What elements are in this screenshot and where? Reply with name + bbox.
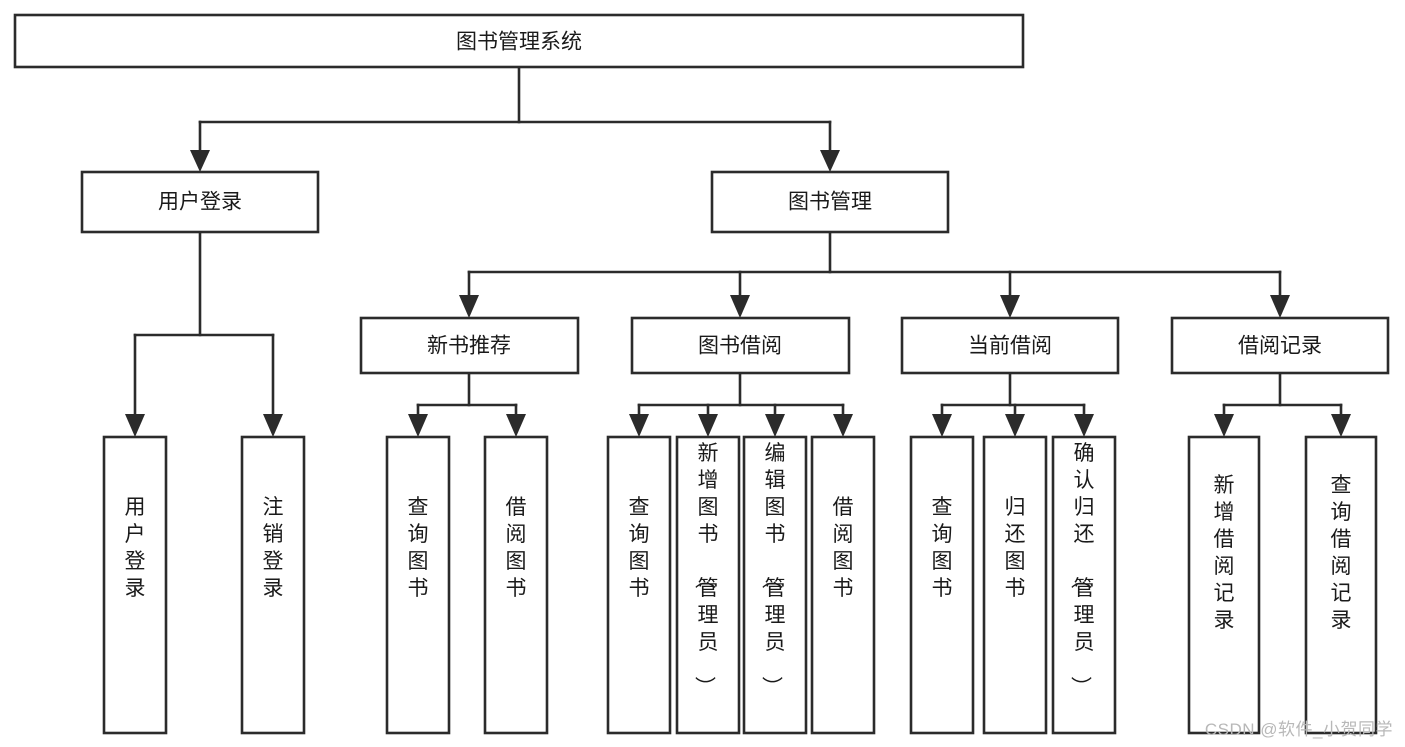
node-leaf-borrow-book-nbr-label: 借阅图书	[506, 496, 527, 600]
arrow-head-nbr-child-2	[506, 414, 526, 437]
node-leaf-borrow-book-nbr[interactable]: 借阅图书	[483, 435, 549, 735]
arrow-head-cb-child-2	[1005, 414, 1025, 437]
node-user-login[interactable]: 用户登录	[80, 170, 320, 234]
node-new-book-recommend[interactable]: 新书推荐	[359, 316, 580, 375]
node-leaf-query-borrow-record-box[interactable]	[1304, 435, 1378, 735]
node-borrow-record-box[interactable]	[1170, 316, 1390, 375]
node-borrow-record-label: 借阅记录	[1238, 335, 1322, 358]
node-leaf-borrow-book-bb-box[interactable]	[810, 435, 876, 735]
node-leaf-query-book-bb-box[interactable]	[606, 435, 672, 735]
node-new-book-recommend-label: 新书推荐	[427, 335, 511, 358]
node-leaf-return-book-box[interactable]	[982, 435, 1048, 735]
node-current-borrow-label: 当前借阅	[968, 335, 1052, 358]
arrow-head-bb-child-1	[629, 414, 649, 437]
node-leaf-confirm-return-admin-box[interactable]	[1051, 435, 1117, 735]
arrow-head-bb-child-3	[765, 414, 785, 437]
node-book-management-box[interactable]	[710, 170, 950, 234]
connector-layer	[125, 65, 1351, 437]
node-leaf-query-book-bb[interactable]: 查询图书	[606, 435, 672, 735]
arrow-head-cb-child-1	[932, 414, 952, 437]
node-leaf-logout-box[interactable]	[240, 435, 306, 735]
node-leaf-return-book[interactable]: 归还图书	[982, 435, 1048, 735]
arrow-head-br-child-2	[1331, 414, 1351, 437]
node-leaf-query-book-nbr-label: 查询图书	[408, 496, 429, 600]
node-leaf-query-borrow-record[interactable]: 查询借阅记录	[1304, 435, 1378, 735]
node-leaf-logout-label: 注销登录	[263, 496, 284, 600]
arrow-head-to-borrow-record	[1270, 295, 1290, 318]
node-leaf-borrow-book-bb[interactable]: 借阅图书	[810, 435, 876, 735]
node-leaf-query-book-cb[interactable]: 查询图书	[909, 435, 975, 735]
node-leaf-borrow-book-nbr-box[interactable]	[483, 435, 549, 735]
node-leaf-query-book-cb-box[interactable]	[909, 435, 975, 735]
node-leaf-add-book-admin[interactable]: 新增图书（管理员）	[675, 435, 741, 735]
node-leaf-query-book-nbr[interactable]: 查询图书	[385, 435, 451, 735]
node-leaf-query-book-nbr-box[interactable]	[385, 435, 451, 735]
node-leaf-user-login-box[interactable]	[102, 435, 168, 735]
node-leaf-return-book-label: 归还图书	[1005, 496, 1026, 600]
node-layer: 图书管理系统 用户登录 图书管理 新书推荐 图书借阅 当前	[13, 13, 1390, 735]
arrow-head-user-login-child-2	[263, 414, 283, 437]
node-leaf-confirm-return-admin[interactable]: 确认归还（管理员）	[1051, 435, 1117, 735]
node-user-login-box[interactable]	[80, 170, 320, 234]
node-leaf-add-book-admin-box[interactable]	[675, 435, 741, 735]
node-new-book-recommend-box[interactable]	[359, 316, 580, 375]
arrow-head-br-child-1	[1214, 414, 1234, 437]
node-leaf-add-book-admin-label: 新增图书（管理员）	[693, 442, 719, 697]
node-leaf-user-login-label: 用户登录	[125, 496, 146, 600]
arrow-head-user-login-child-1	[125, 414, 145, 437]
node-leaf-borrow-book-bb-label: 借阅图书	[833, 496, 854, 600]
node-borrow-record[interactable]: 借阅记录	[1170, 316, 1390, 375]
node-leaf-add-borrow-record-box[interactable]	[1187, 435, 1261, 735]
node-current-borrow-box[interactable]	[900, 316, 1120, 375]
arrow-head-to-new-book-rec	[459, 295, 479, 318]
node-leaf-logout[interactable]: 注销登录	[240, 435, 306, 735]
node-root-system[interactable]: 图书管理系统	[13, 13, 1025, 69]
node-book-borrow-label: 图书借阅	[698, 335, 782, 358]
node-root-system-box[interactable]	[13, 13, 1025, 69]
arrow-head-cb-child-3	[1074, 414, 1094, 437]
node-leaf-query-book-bb-label: 查询图书	[629, 496, 650, 600]
node-leaf-edit-book-admin-box[interactable]	[742, 435, 808, 735]
node-leaf-edit-book-admin-label: 编辑图书（管理员）	[760, 442, 786, 697]
node-leaf-edit-book-admin[interactable]: 编辑图书（管理员）	[742, 435, 808, 735]
node-leaf-add-borrow-record[interactable]: 新增借阅记录	[1187, 435, 1261, 735]
node-book-management-label: 图书管理	[788, 191, 872, 214]
arrow-head-to-book-borrow	[730, 295, 750, 318]
node-user-login-label: 用户登录	[158, 191, 242, 214]
arrow-head-nbr-child-1	[408, 414, 428, 437]
node-current-borrow[interactable]: 当前借阅	[900, 316, 1120, 375]
arrow-head-to-current-borrow	[1000, 295, 1020, 318]
node-leaf-add-borrow-record-label: 新增借阅记录	[1214, 474, 1235, 632]
node-root-system-label: 图书管理系统	[456, 31, 582, 54]
node-leaf-query-book-cb-label: 查询图书	[932, 496, 953, 600]
arrow-head-to-user-login	[190, 150, 210, 172]
node-book-borrow-box[interactable]	[630, 316, 851, 375]
arrow-head-to-book-mgmt	[820, 150, 840, 172]
node-book-borrow[interactable]: 图书借阅	[630, 316, 851, 375]
node-leaf-query-borrow-record-label: 查询借阅记录	[1331, 474, 1352, 632]
node-leaf-confirm-return-admin-label: 确认归还（管理员）	[1069, 442, 1095, 697]
arrow-head-bb-child-4	[833, 414, 853, 437]
node-leaf-user-login[interactable]: 用户登录	[102, 435, 168, 735]
node-book-management[interactable]: 图书管理	[710, 170, 950, 234]
arrow-head-bb-child-2	[698, 414, 718, 437]
